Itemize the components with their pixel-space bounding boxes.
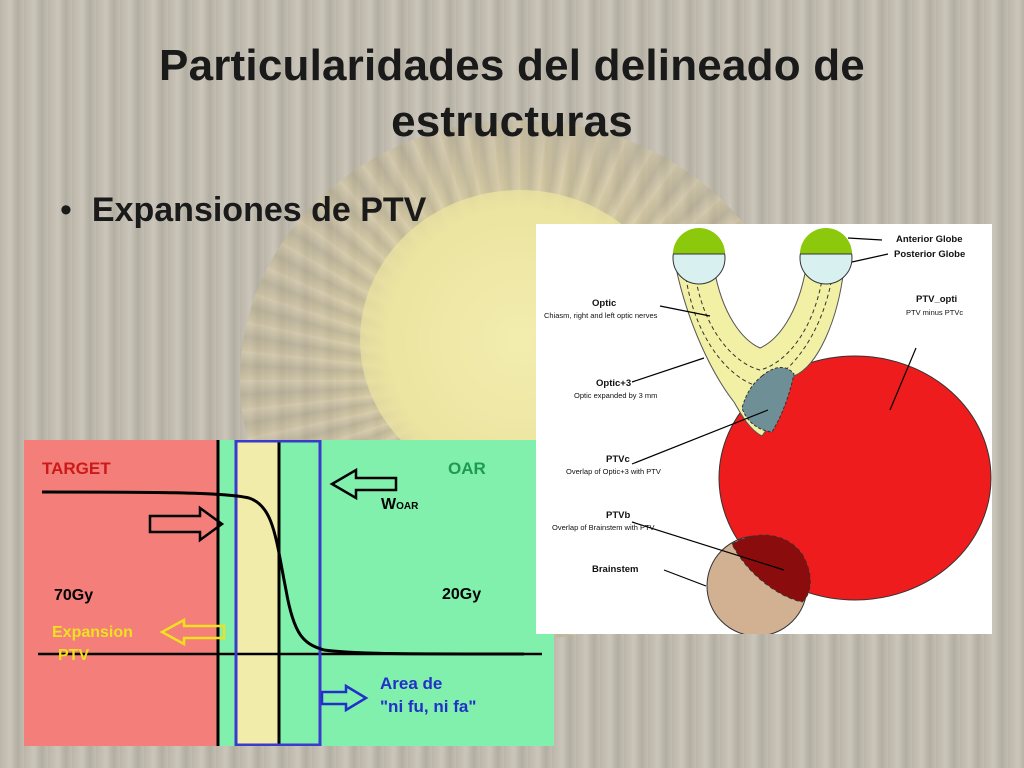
- ptv-opti-label: PTV_opti: [916, 294, 957, 305]
- dose-low-label: 20Gy: [442, 586, 481, 603]
- brainstem-leader: [663, 569, 707, 587]
- gray-zone-frame: [234, 439, 322, 747]
- ptvb-leader: [631, 521, 785, 571]
- bullet-dot-icon: •: [60, 191, 72, 229]
- right-arrow-icon: [148, 505, 225, 543]
- area-label-line1: Area de: [380, 674, 442, 693]
- optic-nerves-chiasm: [675, 267, 845, 437]
- posterior-globe-label: Posterior Globe: [894, 249, 965, 260]
- bullet-item: • Expansiones de PTV: [60, 190, 426, 230]
- left-globe-cap: [673, 228, 725, 254]
- optic3-desc: Optic expanded by 3 mm: [574, 391, 657, 400]
- right-globe-cap: [800, 228, 852, 254]
- area-arrow-icon: [320, 683, 369, 713]
- area-label-line2: "ni fu, ni fa": [380, 697, 476, 716]
- w-oar-label: WOAR: [381, 496, 419, 513]
- ptv-expansion-band: [236, 441, 279, 745]
- optic3-label: Optic+3: [596, 378, 631, 389]
- dose-falloff-svg: TARGET OAR WOAR 70Gy 20Gy Expansion PTV …: [24, 439, 554, 747]
- ptv-opti-leader: [889, 347, 917, 411]
- ptvc-label: PTVc: [606, 454, 630, 465]
- dose-high-label: 70Gy: [54, 587, 93, 604]
- left-arrow-icon: [329, 467, 398, 501]
- dose-falloff-curve: [41, 490, 525, 656]
- ptvc-overlap: [741, 367, 795, 433]
- expansion-label-line1: Expansion: [52, 624, 133, 641]
- slide-title: Particularidades del delineado de estruc…: [159, 41, 865, 146]
- ptvb-overlap: [731, 534, 811, 603]
- expansion-arrow-icon: [159, 617, 226, 647]
- ptvb-label: PTVb: [606, 510, 630, 521]
- target-label: TARGET: [42, 459, 111, 478]
- oar-label: OAR: [448, 459, 486, 478]
- ptvc-desc: Overlap of Optic+3 with PTV: [566, 467, 661, 476]
- optic-ptv-diagram: Anterior Globe Posterior Globe PTV_opti …: [536, 224, 992, 637]
- ptvc-leader: [631, 409, 769, 465]
- optic-centerline: [695, 279, 823, 371]
- expansion-label-line2: PTV: [58, 647, 89, 664]
- optic3-leader: [631, 357, 705, 383]
- optic-ptv-svg: Anterior Globe Posterior Globe PTV_opti …: [544, 228, 992, 637]
- ptv-opti-desc: PTV minus PTVc: [906, 308, 963, 317]
- anterior-globe-label: Anterior Globe: [896, 234, 963, 245]
- brainstem-label: Brainstem: [592, 564, 638, 575]
- optic-label: Optic: [592, 298, 616, 309]
- posterior-globe-leader: [851, 253, 889, 263]
- anterior-globe-leader: [847, 237, 883, 241]
- optic-desc: Chiasm, right and left optic nerves: [544, 311, 658, 320]
- optic-leader: [659, 305, 711, 317]
- bullet-text: Expansiones de PTV: [91, 191, 427, 229]
- ptvb-desc: Overlap of Brainstem with PTV: [552, 523, 655, 532]
- dose-falloff-diagram: TARGET OAR WOAR 70Gy 20Gy Expansion PTV …: [24, 439, 554, 747]
- ptv-circle: [718, 355, 992, 601]
